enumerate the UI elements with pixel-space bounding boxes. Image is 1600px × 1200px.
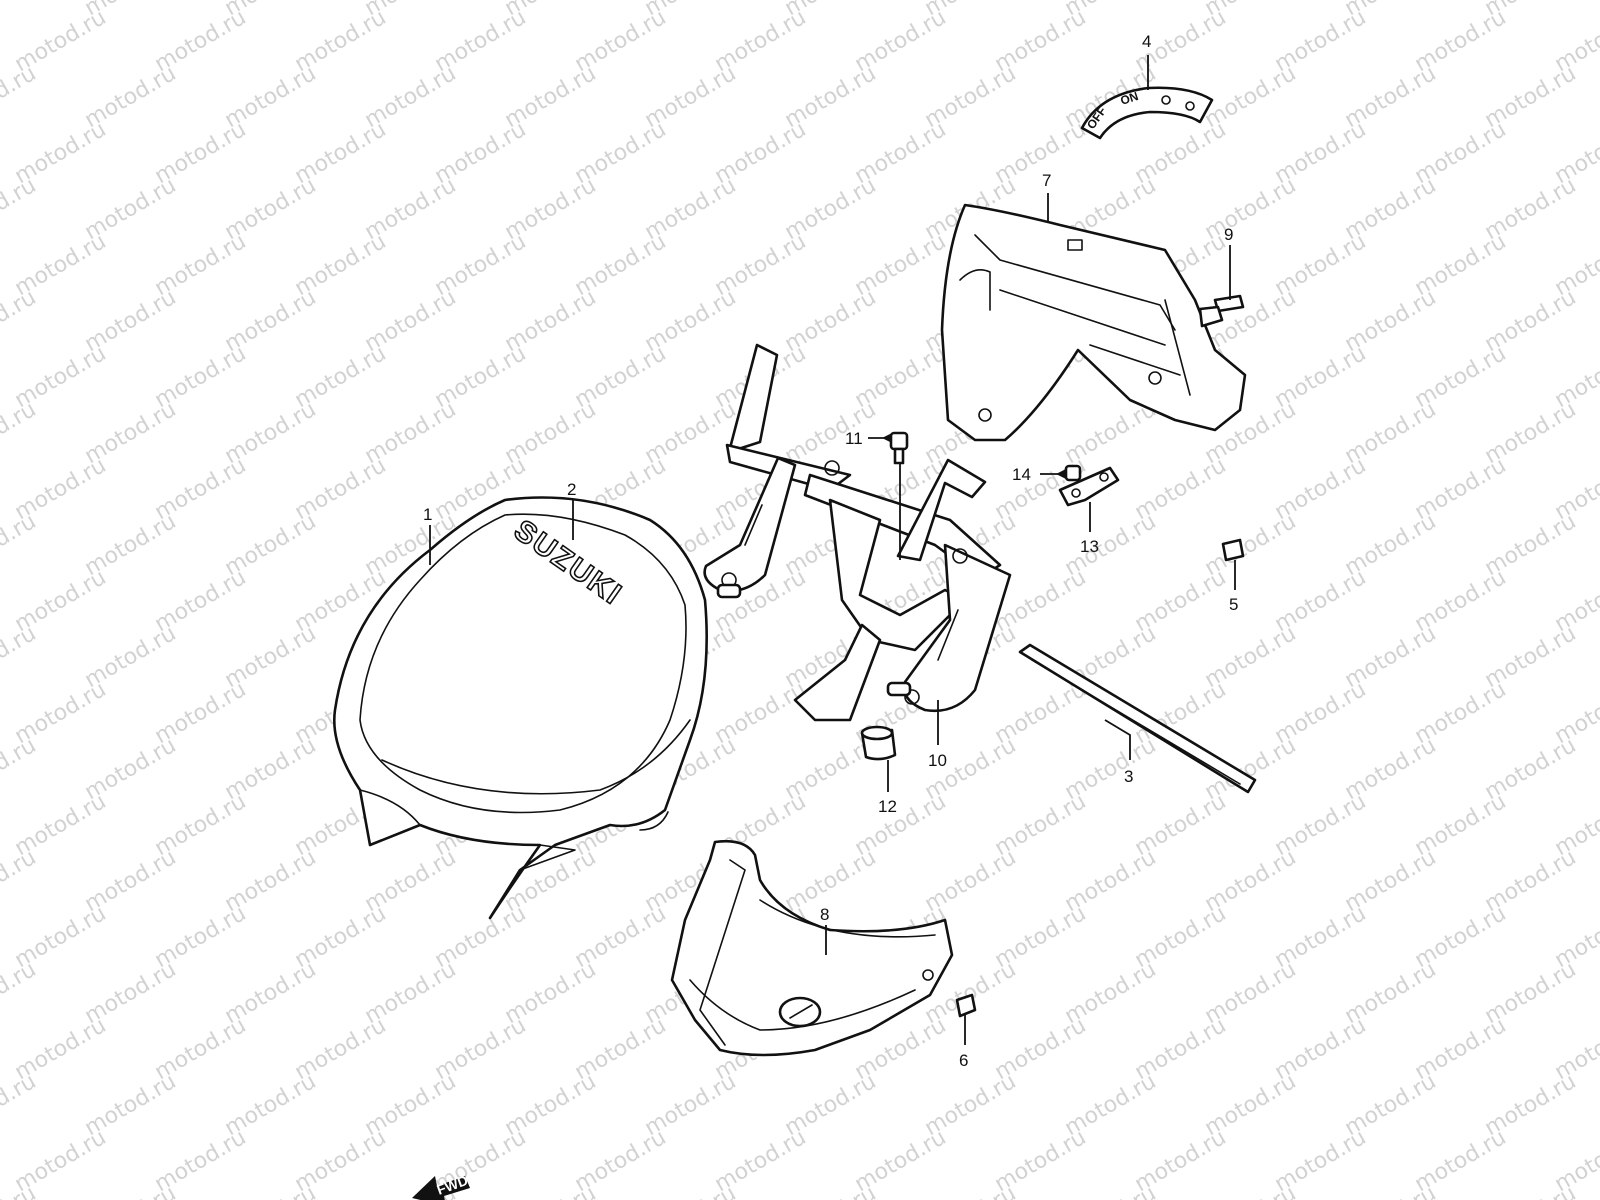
meter-cover: [940, 203, 1247, 442]
callout-3: 3: [1124, 767, 1133, 786]
watermark-text: motod.ru: [1201, 1181, 1301, 1200]
callout-6: 6: [959, 1051, 968, 1070]
callout-10: 10: [928, 751, 947, 770]
watermark-text: motod.ru: [781, 1181, 881, 1200]
front-cowl: SUZUKI: [333, 496, 708, 920]
watermark-text: motod.ru: [0, 1069, 40, 1141]
watermark-text: motod.ru: [0, 733, 40, 805]
callout-8: 8: [820, 905, 829, 924]
bolt-11: [889, 431, 909, 465]
callout-11: 11: [845, 429, 863, 448]
clip-5: [1221, 538, 1245, 562]
watermark-text: motod.ru: [1341, 1181, 1441, 1200]
callout-1: 1: [423, 505, 432, 524]
screw-9: [1198, 294, 1245, 328]
watermark-text: motod.ru: [0, 509, 40, 581]
callout-12: 12: [878, 797, 897, 816]
watermark-text: motod.ru: [641, 1181, 741, 1200]
collar: [860, 725, 897, 761]
watermark-text: motod.ru: [0, 957, 40, 1029]
callout-5: 5: [1229, 595, 1238, 614]
callout-numbers: 1 2 3 4 5 6 7 8 9 10 11 12 13 14: [423, 32, 1238, 1070]
callout-2: 2: [567, 480, 576, 499]
callout-9: 9: [1224, 225, 1233, 244]
watermark-text: motod.ru: [0, 397, 40, 469]
watermark-text: motod.ru: [0, 61, 40, 133]
watermark-text: motod.ru: [221, 1181, 321, 1200]
callout-13: 13: [1080, 537, 1099, 556]
watermark-text: motod.ru: [81, 1181, 181, 1200]
seal-strip: [1018, 643, 1257, 794]
watermark-text: motod.ru: [0, 0, 40, 21]
bracket-13: [1058, 466, 1120, 507]
watermark-text: motod.ru: [501, 1181, 601, 1200]
headlight-bracket: [703, 343, 1012, 722]
watermark-text: motod.ru: [0, 285, 40, 357]
clip-6: [955, 993, 977, 1018]
watermark-text: motod.ru: [0, 845, 40, 917]
callout-4: 4: [1142, 32, 1151, 51]
leader-lines: [429, 55, 1236, 1045]
screw-14: [1064, 464, 1082, 482]
callout-7: 7: [1042, 171, 1051, 190]
watermark-text: motod.ru: [921, 1181, 1021, 1200]
watermark-text: motod.ru: [1061, 1181, 1161, 1200]
lower-fairing: [670, 840, 954, 1057]
watermark-text: motod.ru: [0, 621, 40, 693]
watermark-text: motod.ru: [1481, 1181, 1581, 1200]
watermark-text: motod.ru: [0, 173, 40, 245]
decal-on: ON: [1119, 89, 1140, 108]
callout-14: 14: [1012, 465, 1031, 484]
switch-decal: OFF ON: [1080, 86, 1214, 140]
